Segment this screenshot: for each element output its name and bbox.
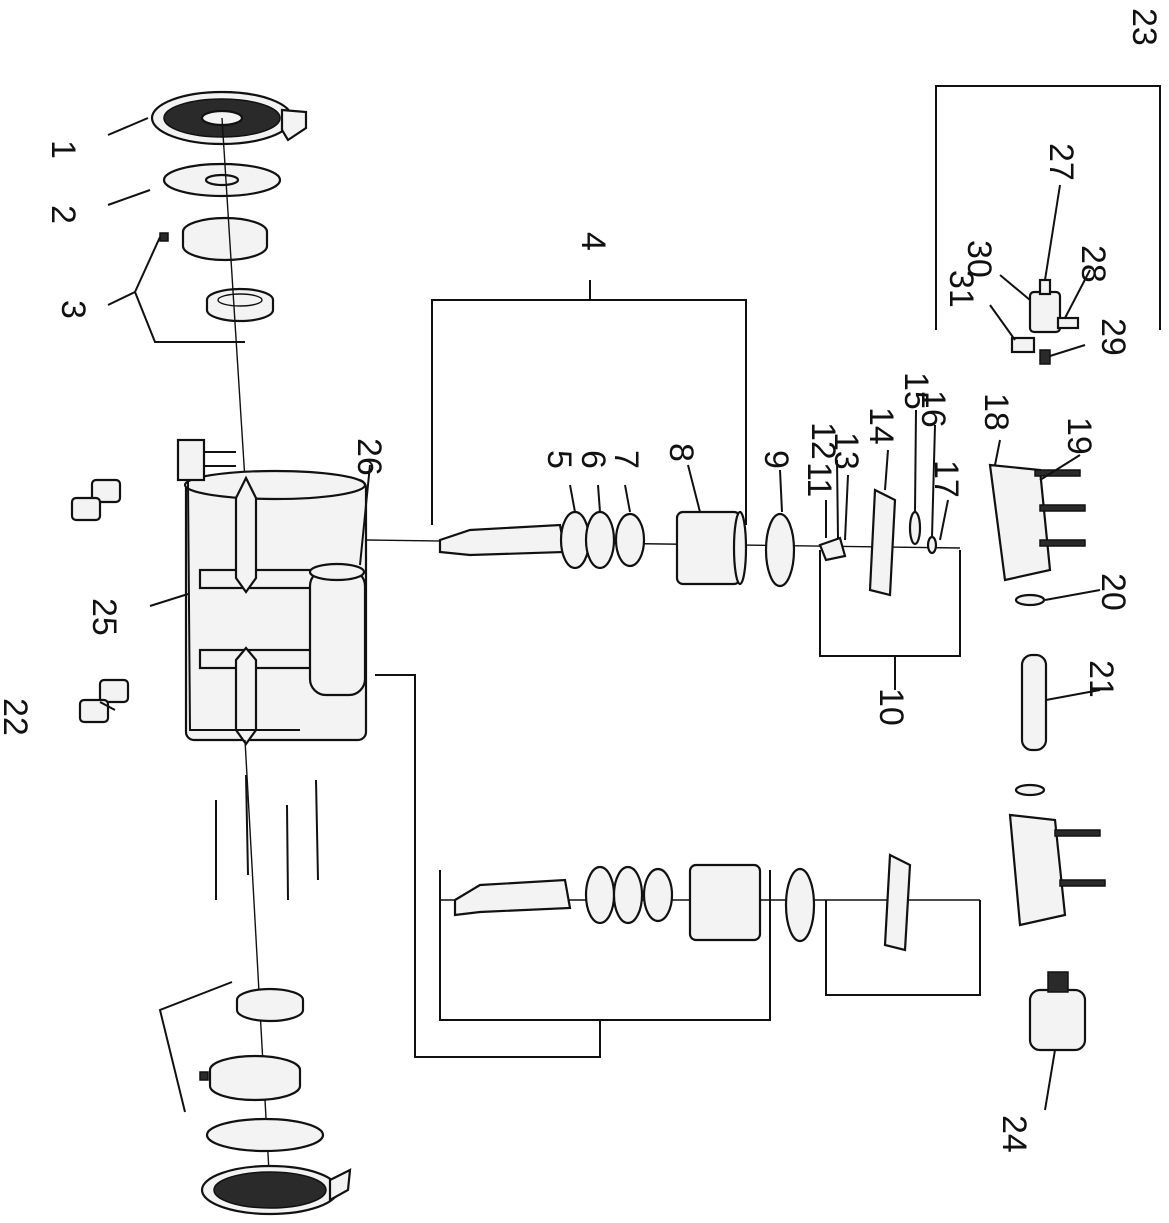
rubber-feet xyxy=(70,478,130,724)
bracket-4 xyxy=(431,299,747,525)
bracket-10 xyxy=(819,550,961,657)
label-25: 25 xyxy=(85,598,123,636)
bearing-top xyxy=(205,287,275,323)
part-labels: 1 2 3 4 5 6 7 8 9 10 11 12 13 14 15 16 1… xyxy=(0,8,1163,1153)
cylinder-bottom xyxy=(688,863,762,942)
bracket-lower-cylinder xyxy=(439,870,771,1021)
label-16: 16 xyxy=(914,390,952,428)
label-27: 27 xyxy=(1042,143,1080,181)
gasket-bottom xyxy=(1014,783,1046,797)
power-plug xyxy=(176,438,236,482)
label-29: 29 xyxy=(1094,318,1132,356)
connecting-rod-top xyxy=(438,523,567,557)
label-12: 12 xyxy=(804,422,842,460)
label-21: 21 xyxy=(1082,660,1120,698)
cylinder-top xyxy=(675,510,748,586)
bracket-3 xyxy=(133,236,245,343)
label-13: 13 xyxy=(827,432,865,470)
bracket-link xyxy=(375,674,601,1058)
label-8: 8 xyxy=(662,443,700,462)
label-23: 23 xyxy=(1125,8,1163,46)
connecting-rod-bottom xyxy=(453,878,572,917)
gasket xyxy=(1014,593,1046,607)
label-22: 22 xyxy=(0,698,34,736)
label-14: 14 xyxy=(862,407,900,445)
label-2: 2 xyxy=(44,205,82,224)
label-4: 4 xyxy=(574,232,612,251)
label-28: 28 xyxy=(1074,245,1112,283)
piston-rings-bottom xyxy=(584,865,674,925)
label-6: 6 xyxy=(574,450,612,469)
bracket-23 xyxy=(935,85,1161,330)
cylinder-head-top xyxy=(988,463,1086,582)
o-ring-top xyxy=(764,512,796,588)
power-cable xyxy=(187,479,300,731)
label-11: 11 xyxy=(800,462,838,497)
connection-pipe xyxy=(1020,653,1048,752)
label-24: 24 xyxy=(995,1115,1033,1153)
pressure-switch-manifold xyxy=(1010,278,1080,365)
pulley-bottom xyxy=(199,1054,302,1102)
air-tank xyxy=(308,562,367,697)
label-1: 1 xyxy=(44,140,82,159)
fan-blades-top xyxy=(162,162,282,198)
label-20: 20 xyxy=(1094,573,1132,611)
label-3: 3 xyxy=(54,300,92,319)
long-bolts xyxy=(215,774,319,901)
fan-cover-bottom xyxy=(200,1164,352,1216)
piston-rings-top xyxy=(559,510,646,570)
label-30: 30 xyxy=(960,240,998,278)
label-7: 7 xyxy=(607,450,645,469)
pulley-top xyxy=(159,216,269,262)
label-10: 10 xyxy=(872,688,910,726)
air-filter xyxy=(1028,971,1087,1052)
valve-plate-bottom xyxy=(883,853,912,952)
bracket-lower-valve xyxy=(825,900,981,996)
label-26: 26 xyxy=(350,438,388,476)
fan-blades-bottom xyxy=(205,1117,325,1153)
label-19: 19 xyxy=(1060,417,1098,455)
o-ring-bottom xyxy=(784,867,816,943)
leader-lines xyxy=(99,117,1101,1111)
fan-cover-top xyxy=(150,90,308,146)
bearing-bottom xyxy=(235,987,305,1023)
label-5: 5 xyxy=(540,450,578,469)
cylinder-head-bottom xyxy=(1008,813,1106,927)
label-31: 31 xyxy=(942,270,980,308)
label-15: 15 xyxy=(897,372,935,410)
valve-plate-top xyxy=(818,488,897,597)
label-17: 17 xyxy=(927,460,965,498)
label-18: 18 xyxy=(977,393,1015,431)
label-9: 9 xyxy=(757,450,795,469)
